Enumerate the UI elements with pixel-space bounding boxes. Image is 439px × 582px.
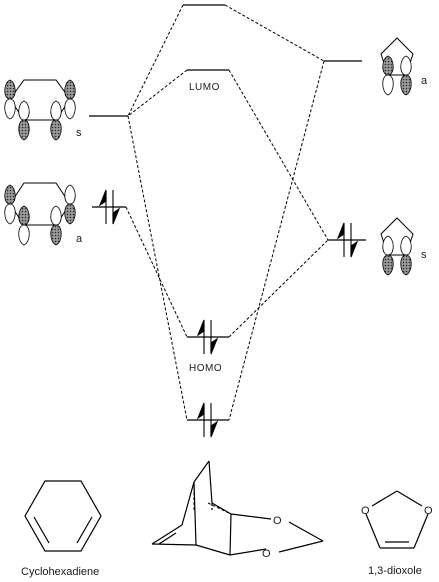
dioxole-s-label: s: [421, 249, 427, 261]
energy-levels: [89, 4, 366, 421]
electron-pair-bottom: [196, 402, 219, 438]
dioxole-a-label: a: [421, 75, 428, 87]
bicyclic-oxygen-bottom: O: [262, 548, 271, 560]
diene-orbital-a: a: [4, 182, 83, 246]
cyclohexadiene-structure: [24, 480, 102, 552]
bicyclic-oxygen-top: O: [273, 515, 282, 527]
bicyclic-product-structure: [151, 460, 324, 556]
diene-orbital-s: s: [4, 79, 82, 141]
dioxole-orbital-s: s: [380, 217, 427, 276]
diene-a-label: a: [76, 233, 83, 245]
electron-pair-diene-a: [98, 189, 121, 225]
dioxole-orbital-a: a: [380, 37, 428, 96]
electron-arrows: [98, 189, 359, 438]
dioxole-oxygen-right: O: [424, 505, 433, 517]
correlation-lines: [125, 4, 329, 421]
cyclohexadiene-label: Cyclohexadiene: [21, 566, 99, 578]
bicyclic-dashed-bonds: [193, 482, 232, 515]
homo-label: HOMO: [189, 363, 222, 374]
lumo-label: LUMO: [189, 82, 220, 93]
electron-pair-dioxole-s: [336, 222, 359, 258]
electron-pair-homo: [196, 319, 219, 355]
diene-s-label: s: [76, 127, 82, 139]
dioxole-oxygen-left: O: [361, 505, 370, 517]
dioxole-label: 1,3-dioxole: [368, 565, 422, 577]
dioxole-structure: [365, 490, 429, 549]
